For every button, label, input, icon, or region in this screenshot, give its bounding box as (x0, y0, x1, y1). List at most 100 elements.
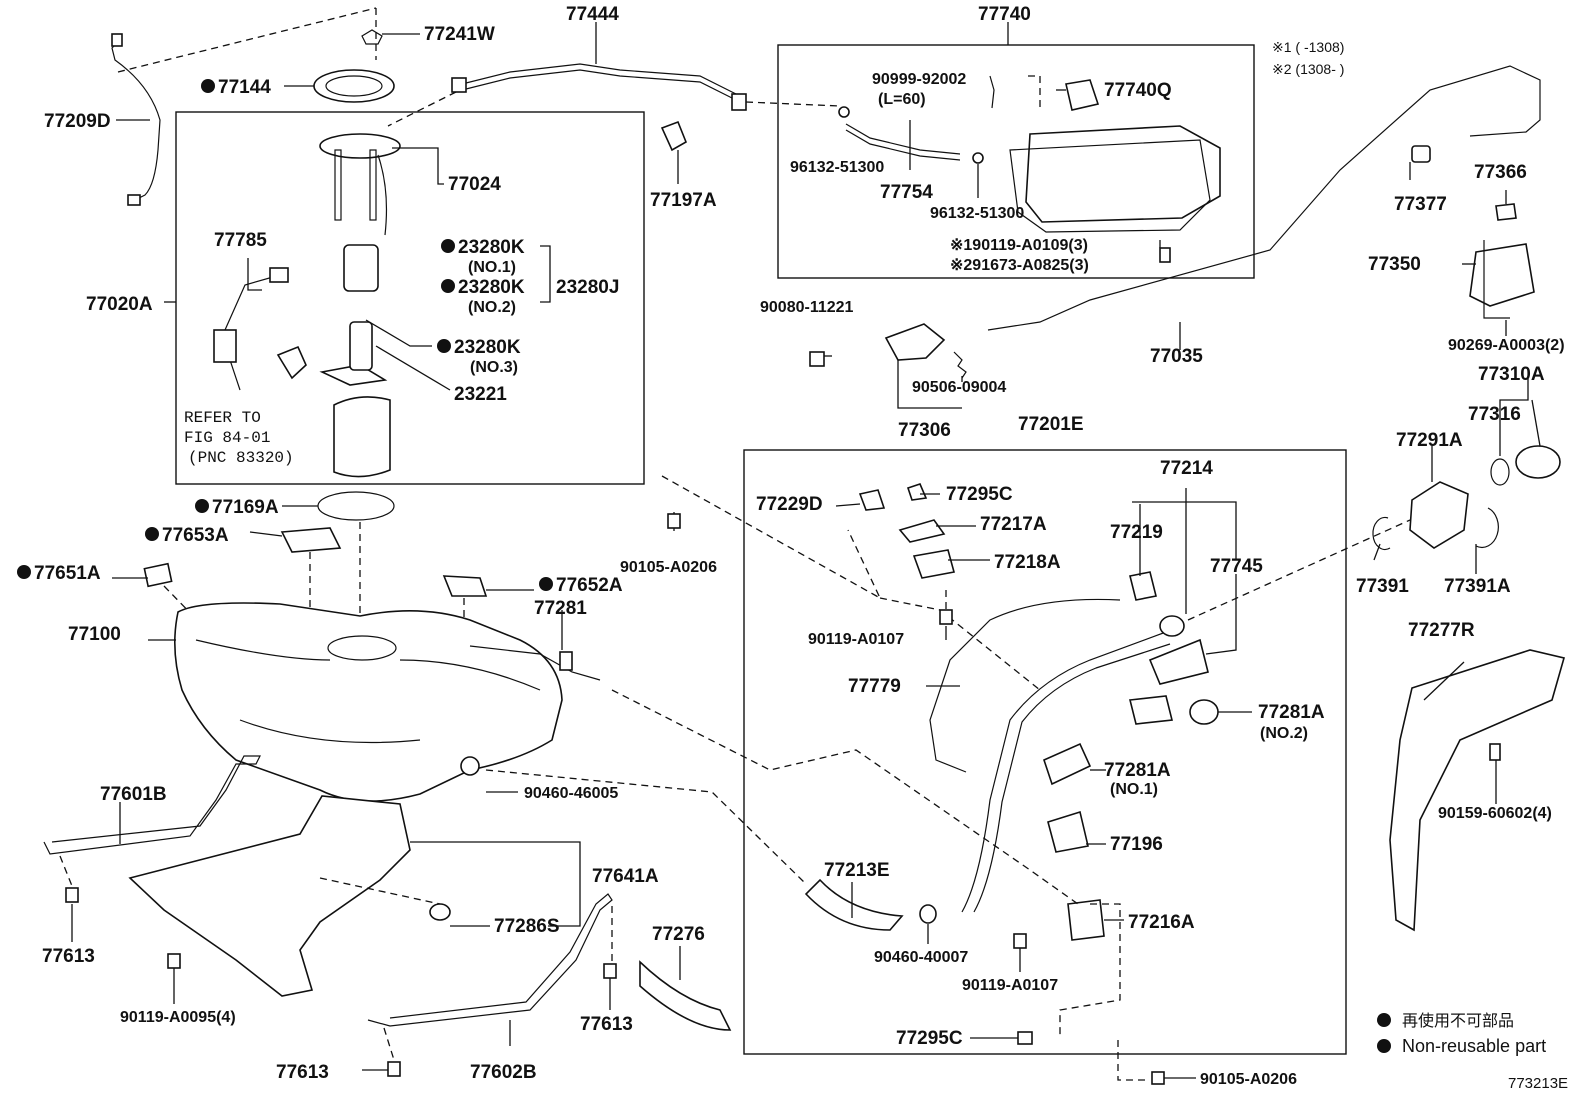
pump-harness-connector (213, 329, 237, 363)
band-77601B-drawing (43, 755, 261, 855)
label-77785: 77785 (214, 230, 267, 251)
opener-lever-drawing (884, 323, 946, 361)
label-77286S: 77286S (494, 916, 560, 937)
label-77241W: 77241W (424, 24, 495, 45)
cushion-77286S-drawing (429, 903, 451, 921)
bolt-90080 (809, 351, 825, 367)
dash-77613a (59, 855, 73, 887)
label-77350: 77350 (1368, 254, 1421, 275)
label-77281A-no1: 77281A (1104, 760, 1171, 781)
dash-77209D (117, 7, 377, 73)
label-77377: 77377 (1394, 194, 1447, 215)
dash-cap-filler (1187, 519, 1411, 621)
tube-end-left (451, 77, 467, 93)
label-77196: 77196 (1110, 834, 1163, 855)
dash-77613c (383, 1027, 395, 1061)
dash-filler-bottom (1117, 1040, 1150, 1081)
clip-96132b (972, 152, 984, 164)
dash-undercover (319, 877, 441, 905)
label-77653A: 77653A (162, 525, 229, 546)
clip-90159-drawing (1489, 743, 1501, 761)
label-90119-A0107-a: 90119-A0107 (808, 631, 904, 648)
pump-wire (377, 154, 388, 236)
label-77217A: 77217A (980, 514, 1047, 535)
label-77306: 77306 (898, 420, 951, 441)
label-90460-46005: 90460-46005 (524, 785, 618, 802)
label-77444: 77444 (566, 4, 619, 25)
vapor-line-77281 (469, 645, 601, 681)
band-77602B-drawing (367, 893, 613, 1027)
label-77197A: 77197A (650, 190, 717, 211)
clip-77295C-top-drawing (906, 483, 928, 501)
figure-code: 773213E (1508, 1075, 1568, 1092)
label-77651A: 77651A (34, 563, 101, 584)
bracket-77217A-drawing (898, 519, 946, 543)
non-reusable-dot-23280K2 (441, 279, 455, 293)
label-90269: 90269-A0003(2) (1448, 337, 1565, 354)
label-90999-sub: (L=60) (878, 91, 926, 108)
vapor-tube-77444-drawing (461, 63, 741, 97)
sensor-77281A-drawing (1129, 695, 1173, 725)
label-77295C-bot: 77295C (896, 1028, 963, 1049)
bracket-77218A-drawing (912, 549, 956, 579)
filler-pipe-77201E-drawing-2 (973, 643, 1171, 913)
label-23280K-3-sub: (NO.3) (470, 359, 518, 376)
tube-end-right (731, 93, 747, 111)
sensor-77281-drawing (559, 651, 573, 671)
label-90159-60602: 90159-60602(4) (1438, 805, 1552, 822)
label-77218A: 77218A (994, 552, 1061, 573)
hose-77754-drawing-2 (845, 129, 961, 161)
bolt-77613c-drawing (387, 1061, 401, 1077)
clamp-90460b-drawing (919, 904, 937, 924)
pump-tube-2 (369, 149, 377, 221)
bolt-77613a-drawing (65, 887, 79, 903)
label-96132-51300-a: 96132-51300 (790, 159, 884, 176)
fuel-lid-drawing (1469, 243, 1535, 307)
label-77100: 77100 (68, 624, 121, 645)
label-90105-A0206-b: 90105-A0206 (1200, 1071, 1297, 1088)
bracket-77745-drawing (1148, 638, 1209, 685)
refer-line-2: FIG 84-01 (184, 429, 270, 447)
leader-lines (71, 22, 1541, 1079)
label-77740Q: 77740Q (1104, 80, 1172, 101)
clip-96132a (838, 106, 850, 118)
label-90460-40007: 90460-40007 (874, 949, 968, 966)
label-77277R: 77277R (1408, 620, 1475, 641)
dash-tank-to-filler (611, 689, 1079, 905)
sender-float-arm (276, 345, 307, 380)
label-77035: 77035 (1150, 346, 1203, 367)
label-77651A-drawing (143, 562, 173, 588)
label-77602B: 77602B (470, 1062, 537, 1083)
label-77754: 77754 (880, 182, 933, 203)
label-90506-09004: 90506-09004 (912, 379, 1006, 396)
label-77281A-no1-sub: (NO.1) (1110, 781, 1158, 798)
bolt-90119c-drawing (167, 953, 181, 969)
label-77213E: 77213E (824, 860, 890, 881)
label-291673: ※291673-A0825(3) (950, 257, 1089, 274)
label-190119: ※190119-A0109(3) (950, 237, 1088, 254)
non-reusable-dot-77651A (17, 565, 31, 579)
label-77214: 77214 (1160, 458, 1213, 479)
cable-77035-drawing (987, 65, 1541, 331)
pump-tube-1 (334, 149, 342, 221)
protector-77653A-drawing (280, 527, 342, 553)
label-23280K-2-sub: (NO.2) (468, 299, 516, 316)
spring-77366-drawing (1495, 203, 1517, 221)
ring-77391A-drawing (1475, 507, 1499, 549)
liner-77277R-drawing (1389, 649, 1565, 932)
undercover-77641A-drawing (128, 795, 411, 997)
label-77613-b: 77613 (580, 1014, 633, 1035)
label-90999-92002: 90999-92002 (872, 71, 966, 88)
dash-hose-to-tank (485, 769, 807, 885)
sender-connector-bottom (127, 194, 141, 206)
label-77219: 77219 (1110, 522, 1163, 543)
bolt-90105a-drawing (667, 513, 681, 529)
label-77281: 77281 (534, 598, 587, 619)
ring-77391-drawing (1372, 516, 1391, 551)
spring-90506 (953, 351, 967, 379)
legend-dot-en (1377, 1039, 1391, 1053)
label-77209D: 77209D (44, 111, 111, 132)
label-77366: 77366 (1474, 162, 1527, 183)
label-23280K-1-sub: (NO.1) (468, 259, 516, 276)
